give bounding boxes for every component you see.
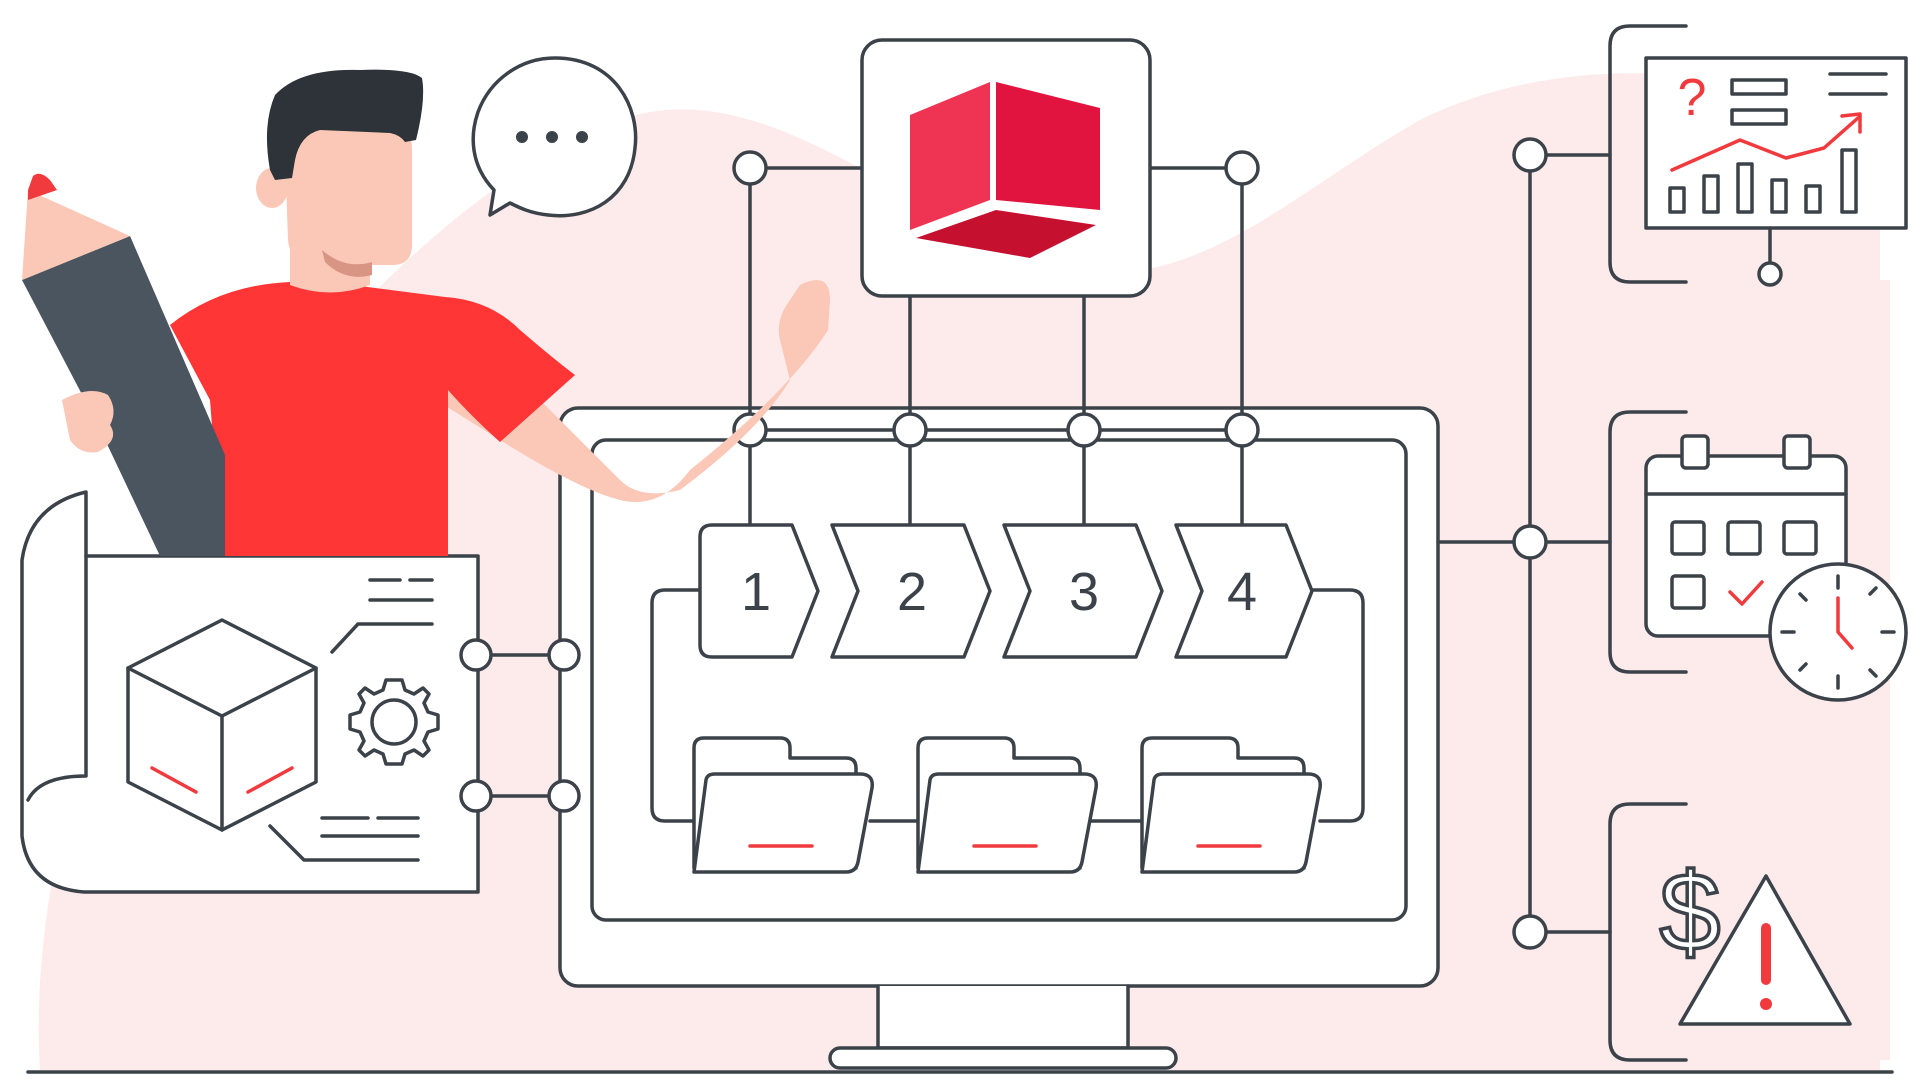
person-illustration <box>22 69 830 556</box>
monitor-neck <box>876 984 1130 1050</box>
blueprint-connectors <box>459 638 581 813</box>
connector-node <box>1224 150 1260 186</box>
monitor-screen <box>590 438 1408 922</box>
step-number: 4 <box>1227 562 1257 622</box>
connector-node <box>892 412 928 448</box>
step-number: 2 <box>897 562 927 622</box>
logo-box <box>860 38 1152 298</box>
step-chevron <box>698 523 820 659</box>
dollar-warning-icon: $ <box>1608 802 1852 1062</box>
step-2: 2 <box>830 523 992 659</box>
connector-node <box>459 638 493 672</box>
step-number: 1 <box>741 562 771 622</box>
pencil-icon <box>22 173 225 556</box>
connector-node <box>547 638 581 672</box>
step-chevron <box>1002 523 1164 659</box>
process-loop-lines <box>650 588 1365 823</box>
connector-node <box>1512 524 1548 560</box>
presentation-chart-icon: ? <box>1608 24 1908 287</box>
connector-node <box>1224 412 1260 448</box>
step-3: 3 <box>1002 523 1164 659</box>
monitor-frame <box>558 406 1440 988</box>
step-4: 4 <box>1174 523 1314 659</box>
connector-node <box>1512 914 1548 950</box>
folder-icon <box>916 736 1098 874</box>
connector-node <box>732 412 768 448</box>
red-cube-logo <box>910 82 1100 258</box>
folder-icon <box>692 736 874 874</box>
connector-node <box>732 150 768 186</box>
connector-node <box>1512 137 1548 173</box>
blueprint-cube-gear-icon <box>20 490 480 894</box>
svg-text:$: $ <box>1659 851 1720 974</box>
step-number: 3 <box>1069 562 1099 622</box>
folder-icon <box>1140 736 1322 874</box>
calendar-clock-icon <box>1608 410 1908 702</box>
connector-node <box>1066 412 1102 448</box>
step-1: 1 <box>698 523 820 659</box>
step-chevron <box>830 523 992 659</box>
speech-bubble-icon <box>471 56 638 218</box>
connector-node <box>459 779 493 813</box>
step-chevron <box>1174 523 1314 659</box>
monitor-stand <box>828 1046 1178 1070</box>
bus-nodes <box>732 150 1260 448</box>
right-branch-lines <box>1436 137 1612 950</box>
connector-node <box>547 779 581 813</box>
svg-text:?: ? <box>1678 69 1707 127</box>
